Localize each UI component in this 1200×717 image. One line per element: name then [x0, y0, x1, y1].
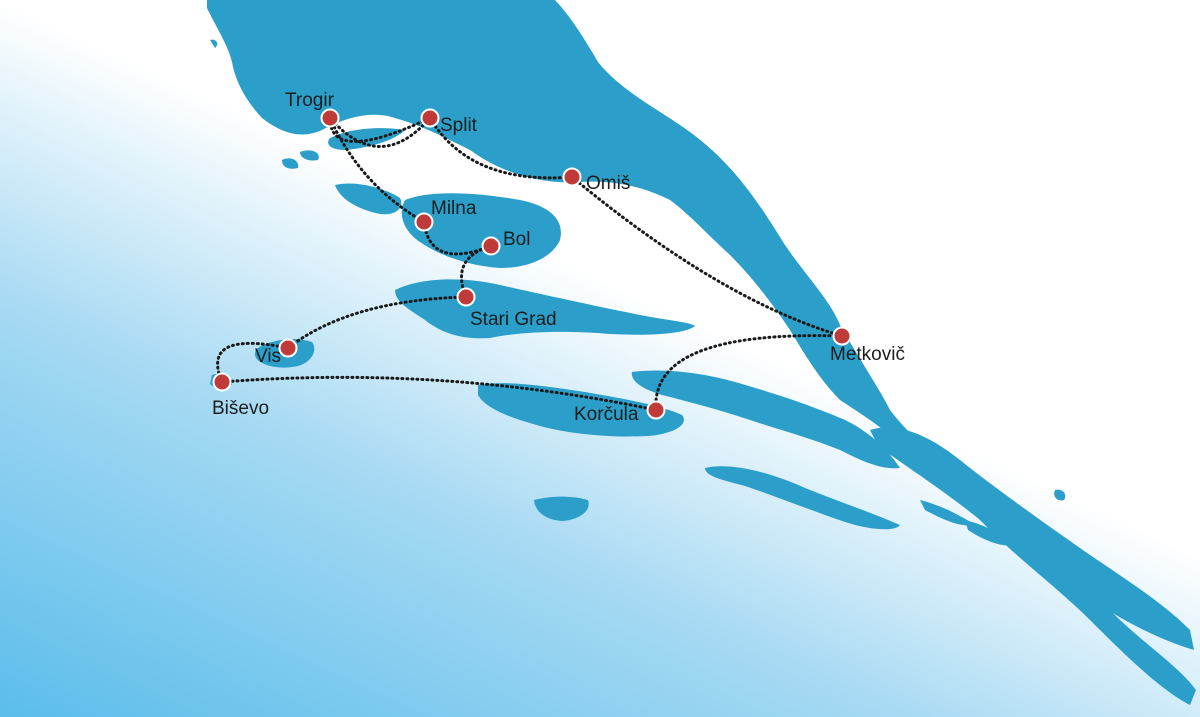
route-vis-to-bisevo — [213, 341, 290, 387]
route-korcula-to-metkovic — [654, 329, 847, 412]
land — [207, 0, 1196, 705]
islet-a — [282, 158, 299, 169]
marker-bol[interactable] — [481, 236, 501, 256]
label-bisevo: Biševo — [212, 398, 269, 419]
markers — [212, 108, 852, 420]
marker-metkovic[interactable] — [832, 326, 852, 346]
islet-f — [1054, 489, 1066, 501]
route-trogir-to-milna — [328, 116, 429, 225]
southern-coast — [870, 427, 1194, 650]
route-bisevo-to-korcula — [220, 375, 661, 415]
route-split-to-trogir — [326, 114, 432, 148]
label-stari-grad: Stari Grad — [470, 309, 557, 330]
marker-trogir[interactable] — [320, 108, 340, 128]
islet-d — [920, 500, 975, 526]
marker-bisevo[interactable] — [212, 372, 232, 392]
islet-e — [965, 520, 1015, 546]
mainland-coast — [207, 0, 1196, 705]
mljet-island — [705, 466, 900, 530]
label-omis: Omiš — [586, 173, 630, 194]
label-milna: Milna — [431, 198, 477, 219]
peljesac-peninsula — [631, 370, 900, 469]
marker-vis[interactable] — [278, 338, 298, 358]
route-stari-grad-to-vis — [284, 295, 468, 351]
marker-milna[interactable] — [414, 212, 434, 232]
labels: Trogir Split Omiš Milna Bol Stari Grad V… — [212, 90, 905, 425]
marker-omis[interactable] — [562, 167, 582, 187]
label-split: Split — [440, 115, 478, 136]
route-metkovic-to-omis — [568, 173, 844, 338]
marker-stari-grad[interactable] — [456, 287, 476, 307]
marker-korcula[interactable] — [646, 400, 666, 420]
korcula-island — [478, 383, 684, 437]
label-metkovic: Metkovič — [830, 344, 905, 365]
label-vis: Vis — [255, 346, 281, 367]
brac-island — [401, 193, 561, 268]
islet-c — [210, 39, 218, 48]
label-bol: Bol — [503, 229, 530, 250]
marker-split[interactable] — [420, 108, 440, 128]
islet-b — [300, 150, 319, 161]
lastovo-island — [534, 496, 589, 521]
route-split-to-omis — [428, 116, 577, 184]
label-trogir: Trogir — [285, 90, 335, 111]
label-korcula: Korčula — [574, 404, 639, 425]
solta-island — [335, 183, 402, 215]
